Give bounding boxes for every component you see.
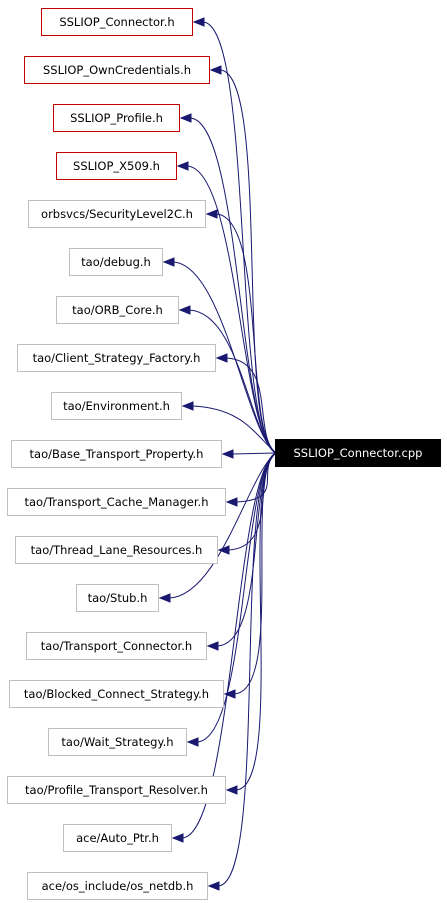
edge-arrowhead-12 xyxy=(158,593,171,603)
edge-3 xyxy=(186,165,277,454)
node-stub-h[interactable]: tao/Stub.h xyxy=(76,584,159,612)
edge-16 xyxy=(235,452,277,791)
edge-arrowhead-4 xyxy=(205,209,218,219)
node-profile-transport-resolver-h[interactable]: tao/Profile_Transport_Resolver.h xyxy=(7,776,226,804)
edge-arrowhead-7 xyxy=(215,353,228,363)
edge-arrowhead-11 xyxy=(217,545,230,555)
edge-arrowhead-5 xyxy=(162,257,175,267)
edge-17 xyxy=(181,452,277,839)
edge-18 xyxy=(217,452,277,887)
edge-arrowhead-2 xyxy=(179,113,192,123)
edge-9 xyxy=(231,452,277,455)
node-debug-h[interactable]: tao/debug.h xyxy=(69,248,163,276)
edge-arrowhead-3 xyxy=(176,161,189,171)
edge-12 xyxy=(168,452,277,599)
node-thread-lane-resources-h[interactable]: tao/Thread_Lane_Resources.h xyxy=(15,536,218,564)
node-main-ssliop-connector-cpp[interactable]: SSLIOP_Connector.cpp xyxy=(275,439,441,467)
edge-0 xyxy=(202,21,277,454)
node-orb-core-h[interactable]: tao/ORB_Core.h xyxy=(56,296,179,324)
node-ssliop-profile-h[interactable]: SSLIOP_Profile.h xyxy=(53,104,180,132)
edge-arrowhead-13 xyxy=(206,641,219,651)
edge-arrowhead-18 xyxy=(207,881,220,891)
node-ssliop-owncredentials-h[interactable]: SSLIOP_OwnCredentials.h xyxy=(24,56,210,84)
node-transport-cache-manager-h[interactable]: tao/Transport_Cache_Manager.h xyxy=(7,488,226,516)
node-client-strategy-factory-h[interactable]: tao/Client_Strategy_Factory.h xyxy=(17,344,216,372)
edge-arrowhead-15 xyxy=(186,737,199,747)
edge-8 xyxy=(191,405,277,454)
edge-arrowhead-1 xyxy=(209,65,222,75)
edge-arrowhead-9 xyxy=(221,449,234,459)
edge-1 xyxy=(219,69,277,454)
edge-arrowhead-17 xyxy=(171,833,184,843)
node-auto-ptr-h[interactable]: ace/Auto_Ptr.h xyxy=(63,824,172,852)
edge-4 xyxy=(215,213,277,454)
edge-2 xyxy=(189,117,277,454)
node-os-netdb-h[interactable]: ace/os_include/os_netdb.h xyxy=(27,872,208,900)
node-transport-connector-h[interactable]: tao/Transport_Connector.h xyxy=(26,632,207,660)
edge-14 xyxy=(233,452,277,695)
edge-arrowhead-0 xyxy=(192,17,205,27)
edge-arrowhead-10 xyxy=(225,497,238,507)
edge-arrowhead-8 xyxy=(181,401,194,411)
edge-arrowhead-16 xyxy=(225,785,238,795)
edge-arrowhead-6 xyxy=(178,305,191,315)
node-securitylevel2c-h[interactable]: orbsvcs/SecurityLevel2C.h xyxy=(28,200,206,228)
node-environment-h[interactable]: tao/Environment.h xyxy=(51,392,182,420)
node-base-transport-property-h[interactable]: tao/Base_Transport_Property.h xyxy=(11,440,222,468)
node-ssliop-x509-h[interactable]: SSLIOP_X509.h xyxy=(56,152,177,180)
edge-7 xyxy=(225,357,277,454)
edge-arrowhead-14 xyxy=(223,689,236,699)
node-wait-strategy-h[interactable]: tao/Wait_Strategy.h xyxy=(48,728,187,756)
edge-6 xyxy=(188,309,277,454)
node-blocked-connect-strategy-h[interactable]: tao/Blocked_Connect_Strategy.h xyxy=(9,680,224,708)
node-ssliop-connector-h[interactable]: SSLIOP_Connector.h xyxy=(41,8,193,36)
